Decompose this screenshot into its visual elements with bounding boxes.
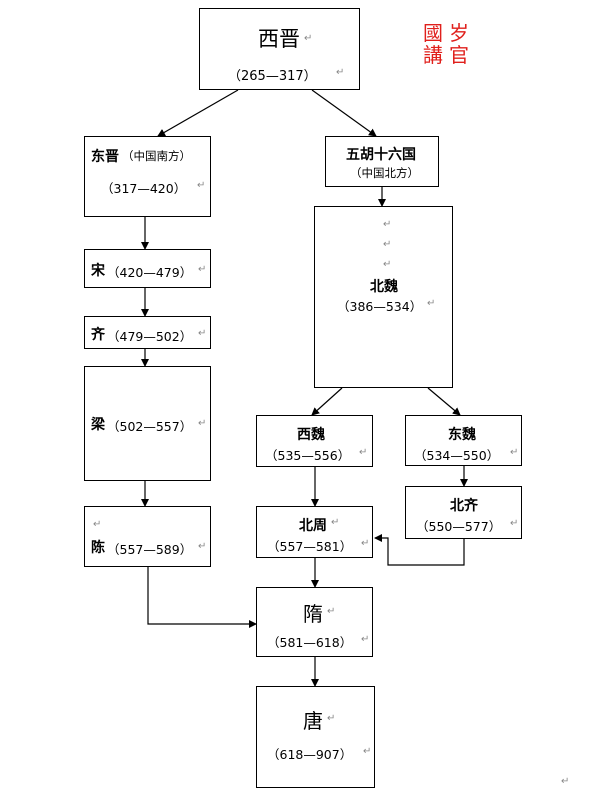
- return-mark: ↵: [198, 418, 207, 429]
- return-mark: ↵: [383, 239, 392, 250]
- return-mark: ↵: [336, 67, 345, 78]
- arrow-beiqi-beizhou: [374, 534, 465, 566]
- arrow-xijin-dongjin: [157, 89, 239, 137]
- node-beiqi: 北齐 （550—577） ↵: [405, 486, 522, 539]
- node-liang: 梁 （502—557） ↵: [84, 366, 211, 481]
- node-beizhou-name: 北周: [299, 518, 327, 534]
- node-qi-years: （479—502）: [107, 329, 193, 344]
- arrow-beiwei-xiwei: [311, 387, 343, 416]
- node-beiwei: ↵ ↵ ↵ 北魏 （386—534） ↵: [314, 206, 453, 388]
- node-chen-years: （557—589）: [107, 542, 193, 557]
- node-xiwei-years: （535—556）: [265, 448, 351, 463]
- node-wuhu-note: （中国北方）: [350, 166, 419, 180]
- node-xijin: 西晋 ↵ （265—317） ↵: [199, 8, 360, 90]
- node-xiwei: 西魏 （535—556） ↵: [256, 415, 373, 467]
- arrow-xijin-wuhu: [311, 89, 377, 137]
- return-mark: ↵: [361, 538, 370, 549]
- node-chen-name: 陈: [91, 540, 105, 556]
- node-chen: ↵ 陈 （557—589） ↵: [84, 506, 211, 567]
- node-tang: 唐 ↵ （618—907） ↵: [256, 686, 375, 788]
- return-mark: ↵: [327, 606, 336, 617]
- return-mark: ↵: [304, 33, 313, 44]
- return-mark: ↵: [359, 447, 368, 458]
- node-tang-name: 唐: [303, 709, 323, 733]
- return-mark: ↵: [327, 713, 336, 724]
- node-song: 宋 （420—479） ↵: [84, 249, 211, 288]
- node-xijin-years: （265—317）: [228, 69, 317, 84]
- arrow-beiwei-dongwei: [427, 387, 461, 416]
- node-beizhou-years: （557—581）: [267, 539, 353, 554]
- return-mark: ↵: [198, 328, 207, 339]
- node-liang-name: 梁: [91, 417, 105, 433]
- return-mark: ↵: [510, 447, 519, 458]
- node-sui: 隋 ↵ （581—618） ↵: [256, 587, 373, 657]
- node-beiqi-name: 北齐: [450, 498, 478, 514]
- arrow-chen-sui: [147, 567, 257, 628]
- node-beiqi-years: （550—577）: [416, 519, 502, 534]
- node-song-years: （420—479）: [107, 265, 193, 280]
- node-dongwei-years: （534—550）: [414, 448, 500, 463]
- node-dongjin-years: （317—420）: [101, 181, 187, 196]
- return-mark: ↵: [198, 541, 207, 552]
- node-liang-years: （502—557）: [107, 419, 193, 434]
- node-sui-years: （581—618）: [267, 635, 353, 650]
- node-sui-name: 隋: [303, 602, 323, 626]
- node-dongjin-note: （中国南方）: [122, 149, 191, 163]
- return-mark: ↵: [561, 776, 570, 787]
- return-mark: ↵: [93, 519, 102, 530]
- node-dongjin-name: 东晋: [91, 149, 119, 165]
- return-mark: ↵: [427, 298, 436, 309]
- node-wuhu-name: 五胡十六国: [346, 147, 416, 163]
- node-qi-name: 齐: [91, 327, 105, 343]
- node-beizhou: 北周 ↵ （557—581） ↵: [256, 506, 373, 558]
- node-tang-years: （618—907）: [267, 747, 353, 762]
- return-mark: ↵: [361, 634, 370, 645]
- return-mark: ↵: [331, 517, 340, 528]
- node-xijin-name: 西晋: [258, 27, 300, 51]
- node-dongwei-name: 东魏: [448, 427, 476, 443]
- return-mark: ↵: [197, 180, 206, 191]
- node-beiwei-name: 北魏: [370, 279, 398, 295]
- node-beiwei-years: （386—534）: [337, 299, 423, 314]
- node-qi: 齐 （479—502） ↵: [84, 316, 211, 349]
- node-dongjin: 东晋 （中国南方） （317—420） ↵: [84, 136, 211, 217]
- node-wuhu: 五胡十六国 （中国北方）: [325, 136, 439, 187]
- return-mark: ↵: [363, 746, 372, 757]
- node-xiwei-name: 西魏: [297, 427, 325, 443]
- return-mark: ↵: [383, 219, 392, 230]
- node-dongwei: 东魏 （534—550） ↵: [405, 415, 522, 466]
- seal-stamp: 岁官 國講: [423, 21, 469, 67]
- return-mark: ↵: [383, 259, 392, 270]
- node-song-name: 宋: [91, 263, 105, 279]
- return-mark: ↵: [510, 518, 519, 529]
- return-mark: ↵: [198, 264, 207, 275]
